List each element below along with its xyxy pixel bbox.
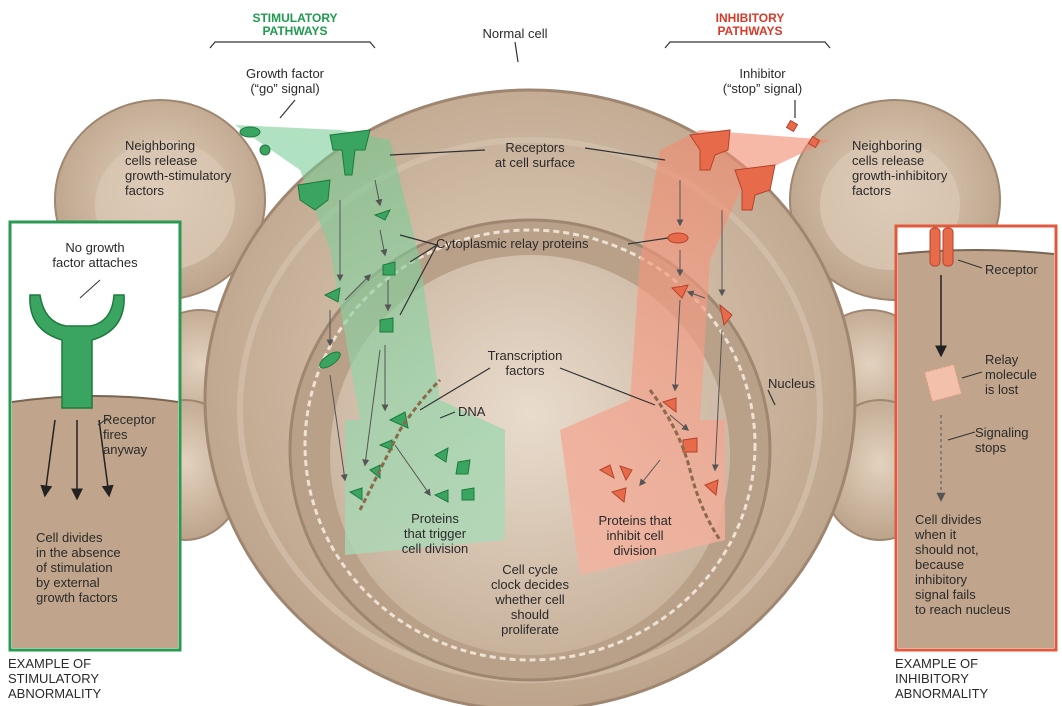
transcription-factors-label: Transcription factors bbox=[470, 348, 580, 378]
signaling-stops-label: Signaling stops bbox=[975, 425, 1050, 455]
cell-cycle-clock-label: Cell cycle clock decides whether cell sh… bbox=[470, 562, 590, 637]
inhibitor-label: Inhibitor (“stop” signal) bbox=[705, 66, 820, 96]
stimulatory-header: STIMULATORY PATHWAYS bbox=[245, 12, 345, 38]
neighboring-stimulatory-label: Neighboring cells release growth-stimula… bbox=[125, 138, 265, 198]
cell-divides-inhib-label: Cell divides when it should not, because… bbox=[915, 512, 1055, 617]
relay-proteins-label: Cytoplasmic relay proteins bbox=[436, 236, 636, 251]
relay-lost-label: Relay molecule is lost bbox=[985, 352, 1055, 397]
cell-divides-stim-label: Cell divides in the absence of stimulati… bbox=[36, 530, 176, 605]
stimulatory-caption: EXAMPLE OF STIMULATORY ABNORMALITY bbox=[8, 656, 128, 701]
inhibitory-caption: EXAMPLE OF INHIBITORY ABNORMALITY bbox=[895, 656, 1015, 701]
receptor-label: Receptor bbox=[985, 262, 1055, 277]
nucleus-label: Nucleus bbox=[768, 376, 838, 391]
no-growth-factor-label: No growth factor attaches bbox=[30, 240, 160, 270]
proteins-inhibit-label: Proteins that inhibit cell division bbox=[580, 513, 690, 558]
dna-label: DNA bbox=[458, 404, 498, 419]
inhibitory-header: INHIBITORY PATHWAYS bbox=[700, 12, 800, 38]
normal-cell-label: Normal cell bbox=[455, 26, 575, 41]
neighboring-inhibitory-label: Neighboring cells release growth-inhibit… bbox=[852, 138, 992, 198]
receptor-fires-label: Receptor fires anyway bbox=[103, 412, 173, 457]
receptors-label: Receptors at cell surface bbox=[475, 140, 595, 170]
growth-factor-label: Growth factor (“go” signal) bbox=[230, 66, 340, 96]
proteins-trigger-label: Proteins that trigger cell division bbox=[385, 511, 485, 556]
